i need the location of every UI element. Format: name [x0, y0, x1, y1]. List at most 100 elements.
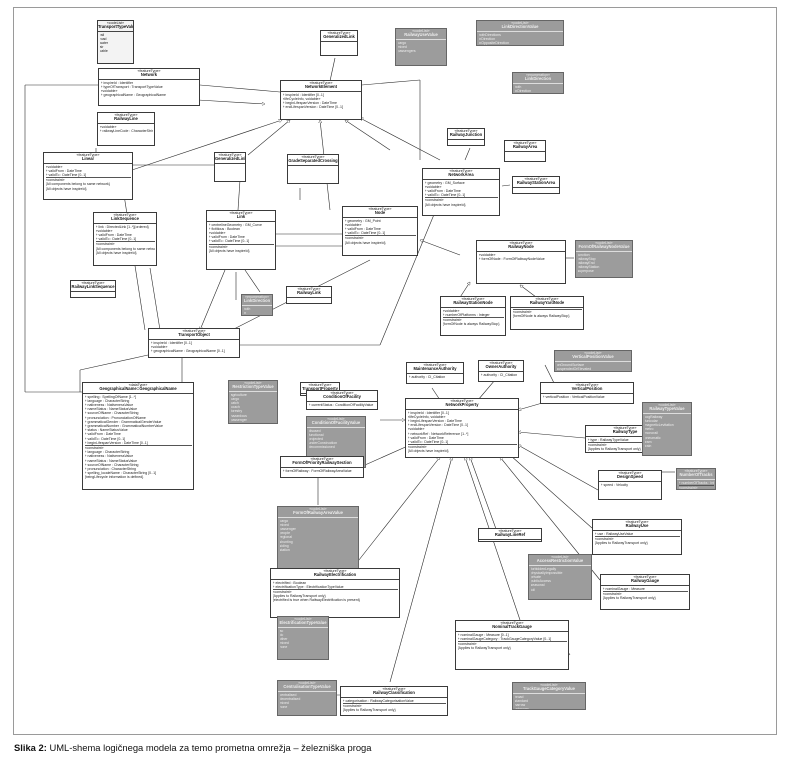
class-stereotype: «dataType» [128, 383, 148, 387]
uml-class-railway-area: «featureType»RailwayArea [504, 140, 546, 162]
class-stereotype: «featureType» [449, 169, 473, 173]
uml-class-railway-use: «featureType»RailwayUse+ use : RailwayUs… [592, 519, 682, 555]
figure-caption: Slika 2: UML-shema logičnega modela za t… [14, 742, 372, 753]
class-attributes: «voidable»+ numberOfPlatforms : Integer«… [441, 308, 505, 327]
class-stereotype: «featureType» [461, 297, 485, 301]
class-attributes: «voidable»+ validFrom : DateTime+ validT… [44, 164, 132, 192]
class-name: AccessRestrictionValue [529, 558, 591, 566]
uml-class-vertical-position: «featureType»VerticalPosition+ verticalP… [540, 382, 634, 404]
class-attribute: + nominalGauge : Measure [0..1] [457, 632, 509, 637]
class-attribute: + numberOfTracks : Integer [678, 480, 714, 485]
class-stereotype: «codeList» [106, 21, 125, 25]
class-attribute: both [243, 306, 251, 311]
class-attribute: «constraint» [342, 702, 446, 708]
class-attribute: + numberOfPlatforms : Integer [442, 312, 490, 317]
class-attribute: + validTo : DateTime [0..1] [95, 237, 137, 242]
class-name: RailwayJunction [448, 132, 484, 140]
class-attribute: magneticLevitation [644, 423, 674, 427]
class-attribute: {Applies to RailwayTransport only} [602, 596, 656, 600]
class-name: Linear [44, 156, 132, 164]
class-stereotype: «featureType» [498, 529, 522, 533]
uml-class-form-priority: «featureType»FormOfPriorityRailwaySectio… [280, 456, 364, 478]
class-attributes: + centrelineGeometry : GM_Curve+ fictiti… [207, 222, 275, 254]
class-stereotype: «featureType» [513, 141, 537, 145]
class-attributes: «voidable»+ railwayLineCode : CharacterS… [98, 124, 154, 134]
class-attribute: hazardous [230, 413, 247, 418]
class-name: NetworkArea [423, 172, 499, 180]
uml-class-condition-facility: «featureType»ConditionOfFacility+ curren… [306, 390, 378, 410]
class-stereotype: «featureType» [330, 391, 354, 395]
class-attribute: «constraint» [344, 235, 416, 240]
class-attributes: + numberOfTracks : Integer«constraint»{A… [677, 480, 715, 489]
class-attribute: mixed [397, 44, 407, 49]
class-name: ConditionOfFacilityValue [307, 420, 365, 428]
class-attribute: other [279, 637, 288, 641]
class-name: VerticalPosition [541, 386, 633, 394]
class-name: RailwayStationNode [441, 300, 505, 308]
class-attribute: + spelling_localeName : CharacterString … [84, 471, 157, 476]
class-attribute: railwayEnd [577, 261, 595, 265]
class-stereotype: «featureType» [524, 177, 548, 181]
class-attributes: + inspireId : Identifier [0..1]«lifeCycl… [281, 92, 361, 110]
edge-line [329, 57, 336, 82]
edge-line [197, 99, 265, 104]
class-attributes: + geometry : GM_Surface«voidable»+ valid… [423, 180, 499, 208]
uml-class-node: «featureType»Node+ geometry : GM_Point«v… [342, 206, 418, 256]
class-name: NominalTrackGauge [456, 624, 568, 632]
class-attribute: + endLifespanVersion : DateTime [0..1] [407, 423, 468, 428]
class-attribute: «constraint» [602, 590, 688, 596]
class-attribute: + validFrom : DateTime [45, 168, 82, 173]
uml-class-railway-gauge: «featureType»RailwayGauge+ nominalGauge … [600, 574, 690, 610]
class-attribute: + railwayLineCode : CharacterString [99, 128, 153, 133]
class-stereotype: «featureType» [382, 687, 406, 691]
edge-line [247, 119, 290, 156]
edge-line [199, 84, 281, 93]
class-attribute: + grammaticalGender : GrammaticalGenderV… [84, 419, 162, 424]
class-stereotype: «featureType» [489, 361, 513, 365]
class-attribute: private [530, 575, 542, 579]
class-attribute: people [279, 531, 291, 536]
class-attribute: «voidable» [442, 308, 460, 313]
class-stereotype: «featureType» [81, 281, 105, 285]
class-attribute: + geometry : GM_Point [344, 218, 381, 223]
class-attribute: superpose [577, 269, 594, 274]
class-attribute: «voidable» [208, 231, 226, 235]
class-attribute: + validTo : DateTime [0..1] [407, 440, 449, 445]
class-attribute: + validFrom : DateTime [344, 227, 381, 231]
edge-line [389, 457, 452, 683]
class-attribute: «voidable» [45, 164, 63, 169]
class-attribute: inOpposite [515, 93, 562, 94]
class-name: RailwayArea [505, 144, 545, 152]
class-attribute: suspendedOrElevated [556, 366, 592, 371]
class-attribute: + use : RailwayUseValue [594, 531, 634, 536]
class-attribute: + categorisation : RailwayCategorisation… [342, 698, 414, 703]
class-attribute: both [514, 84, 522, 89]
class-attribute: {All components belong to same network} [45, 182, 110, 187]
class-stereotype: «featureType» [625, 520, 649, 524]
class-attributes: + speed : Velocity [599, 482, 661, 488]
class-attribute: monorail [644, 431, 658, 436]
class-attribute: centralised [279, 692, 297, 697]
class-attribute: cargo [279, 518, 289, 523]
class-attribute: regional [279, 535, 292, 540]
class-attribute: {formOfNode is always RailwayStop} [442, 322, 500, 327]
class-attribute: + pronunciation : PronunciationOfName [84, 415, 146, 420]
class-attribute: «voidable» [407, 427, 425, 432]
class-stereotype: «codeList» [327, 417, 345, 421]
class-attribute: agriculture [230, 392, 247, 397]
class-stereotype: «featureType» [297, 287, 321, 291]
class-attribute: + authority : CI_Citation [480, 372, 518, 377]
class-attributes: bothinDirectioninOpposite [513, 84, 563, 94]
class-attribute: {beingLifecycle information is defined} [84, 475, 144, 480]
class-name: RestrictionTypeValue [229, 384, 277, 392]
class-attributes: + inspireId : Identifier+ typeOfTranspor… [99, 80, 199, 98]
association-lines [24, 57, 675, 696]
class-stereotype: «featureType» [509, 241, 533, 245]
class-attribute: + nominalGaugeCategory : TrackGaugeCateg… [457, 636, 552, 641]
class-stereotype: «codeList» [540, 683, 558, 687]
